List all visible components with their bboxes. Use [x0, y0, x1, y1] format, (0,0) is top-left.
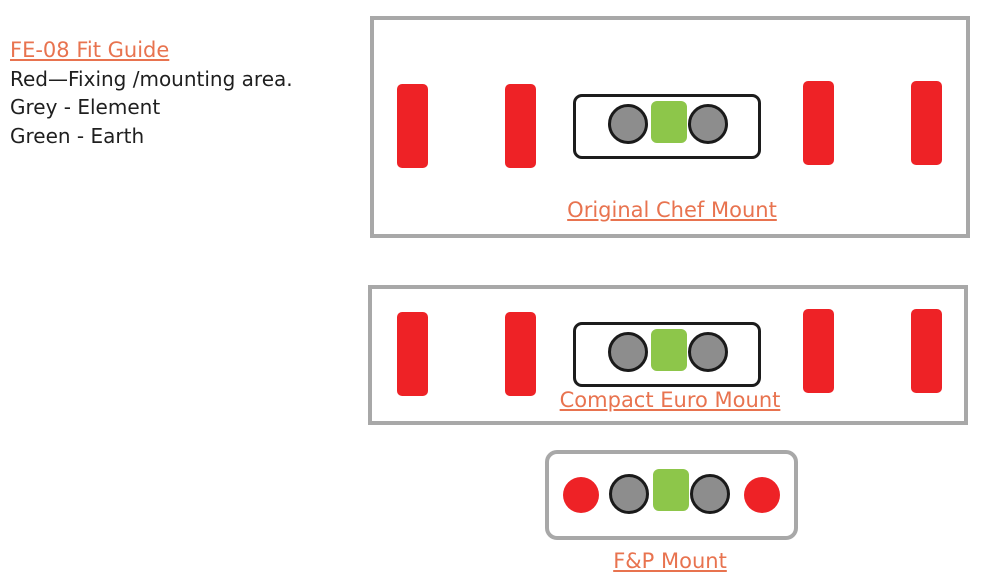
fit-guide-legend: FE-08 Fit Guide Red—Fixing /mounting are… — [10, 36, 293, 150]
legend-green-earth: Green - Earth — [10, 123, 145, 148]
fixing-tab — [911, 309, 942, 393]
fp-mount-caption[interactable]: F&P Mount — [613, 549, 727, 573]
compact-euro-mount-caption[interactable]: Compact Euro Mount — [559, 388, 781, 412]
fixing-tab — [397, 84, 428, 168]
element-terminal-left — [608, 104, 648, 144]
legend-grey-element: Grey - Element — [10, 95, 161, 119]
element-terminal-right — [688, 332, 728, 372]
fixing-point-left — [563, 477, 599, 513]
legend-red-fixing: Red—Fixing /mounting area. — [10, 66, 293, 91]
fixing-tab — [803, 81, 834, 165]
fixing-tab — [397, 312, 428, 396]
fixing-tab — [803, 309, 834, 393]
fixing-tab — [505, 312, 536, 396]
fixing-point-right — [744, 477, 780, 513]
fixing-tab — [505, 84, 536, 168]
fixing-tab — [911, 81, 942, 165]
earth-terminal — [651, 101, 687, 143]
element-terminal-right — [690, 474, 730, 514]
earth-terminal — [653, 469, 689, 511]
element-terminal-left — [609, 474, 649, 514]
original-chef-mount-caption[interactable]: Original Chef Mount — [567, 198, 777, 222]
element-terminal-left — [608, 332, 648, 372]
legend-title[interactable]: FE-08 Fit Guide — [10, 38, 170, 62]
element-terminal-right — [688, 104, 728, 144]
earth-terminal — [651, 329, 687, 371]
